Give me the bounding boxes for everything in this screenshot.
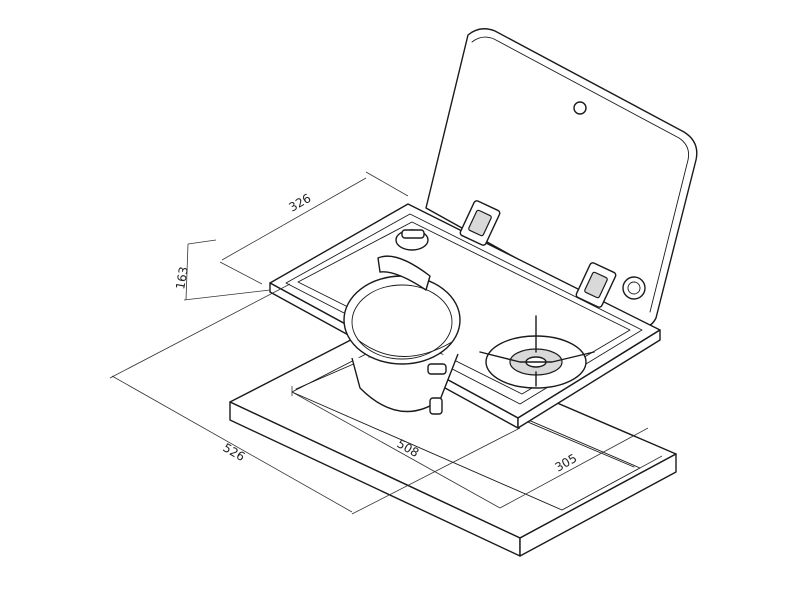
hinge-right	[575, 262, 617, 308]
gas-burner	[479, 315, 595, 389]
lid-knob-icon	[622, 276, 646, 300]
drain-fitting	[427, 363, 447, 415]
faucet	[377, 229, 431, 291]
dim-label-326: 326	[287, 191, 314, 215]
lid-handle-hole	[573, 101, 587, 115]
dimension-163: 163	[173, 239, 271, 301]
dim-label-163: 163	[173, 266, 191, 291]
dim-label-526: 526	[221, 440, 248, 464]
countertop-slab	[229, 325, 677, 557]
hinge-left	[459, 200, 501, 246]
